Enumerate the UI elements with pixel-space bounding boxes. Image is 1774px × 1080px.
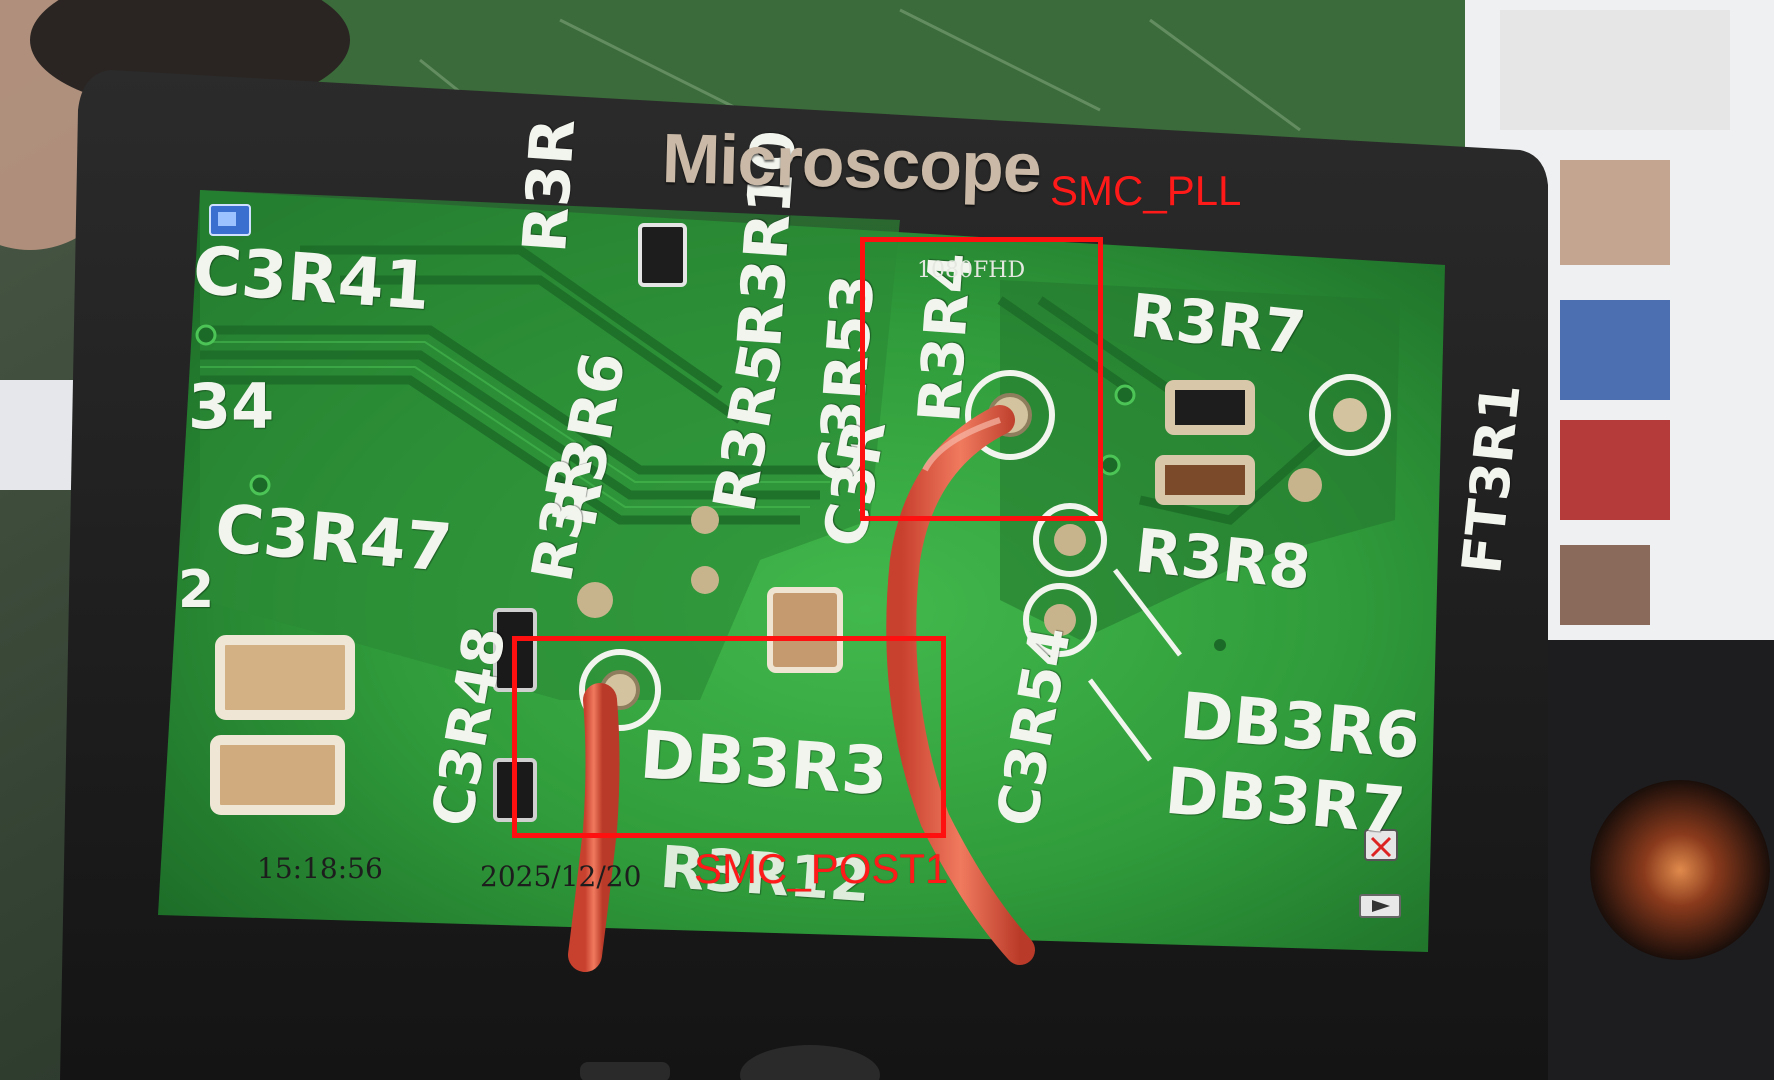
video-icon <box>1359 894 1401 918</box>
camera-mode-icon <box>209 204 251 236</box>
annotation-label-smc-pll: SMC_PLL <box>1050 167 1242 214</box>
annotation-label-smc-post1: SMC_POST1 <box>694 845 949 892</box>
silk-2: 2 <box>178 560 215 620</box>
annotation-box-smc-post1 <box>512 636 946 838</box>
resolution-label: 1080FHD <box>917 258 1026 283</box>
silk-c3r41: C3R41 <box>190 231 433 326</box>
silk-34: 34 <box>188 370 275 443</box>
osd-date: 2025/12/20 <box>480 860 642 893</box>
test-pads <box>195 324 1391 731</box>
osd-time: 15:18:56 <box>257 852 383 885</box>
device-brand: Microscope <box>660 118 1042 207</box>
battery-icon <box>1364 829 1398 861</box>
annotation-box-smc-pll <box>860 237 1103 521</box>
lens-light <box>1590 780 1770 960</box>
silk-r3r: R3R <box>510 116 590 255</box>
